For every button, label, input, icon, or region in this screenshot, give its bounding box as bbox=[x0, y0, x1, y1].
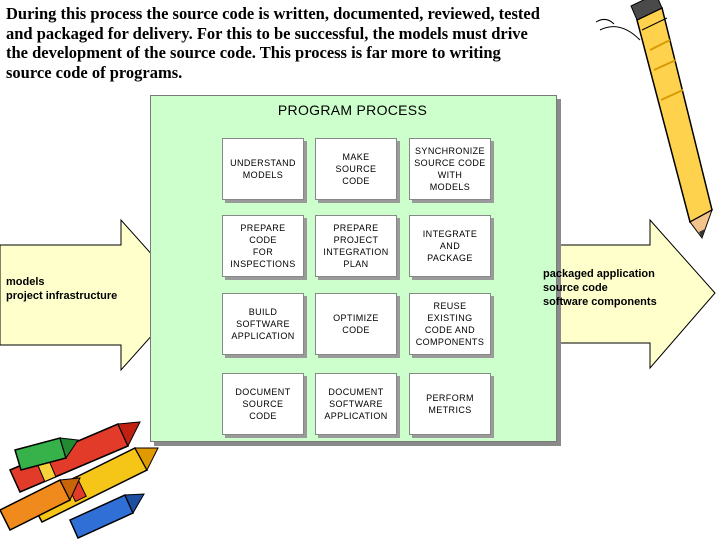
step-line: CODE bbox=[249, 235, 277, 245]
step-line: CODE bbox=[342, 176, 370, 186]
step-line: APPLICATION bbox=[324, 411, 388, 421]
intro-line: source code of programs. bbox=[6, 62, 183, 82]
step-line: PREPARE bbox=[333, 223, 379, 233]
step-line: UNDERSTAND bbox=[230, 158, 296, 168]
step-line: BUILD bbox=[248, 307, 278, 317]
step-line: CODE bbox=[249, 411, 277, 421]
intro-line: the development of the source code. This… bbox=[6, 43, 501, 62]
intro-line: and packaged for delivery. For this to b… bbox=[6, 23, 528, 43]
step-box: MAKE SOURCE CODE bbox=[315, 138, 397, 200]
step-line: SOURCE bbox=[242, 399, 284, 409]
pencil-icon bbox=[595, 0, 713, 240]
step-line: SYNCHRONIZE bbox=[415, 146, 485, 156]
step-line: SOURCE bbox=[335, 164, 377, 174]
step-line: MAKE bbox=[342, 152, 370, 162]
output-labels: packaged application source code softwar… bbox=[543, 267, 657, 309]
panel-title: PROGRAM PROCESS bbox=[277, 102, 428, 118]
step-box: INTEGRATE AND PACKAGE bbox=[409, 215, 491, 277]
step-line: DOCUMENT bbox=[328, 387, 384, 397]
step-line: MODELS bbox=[242, 170, 284, 180]
step-box: OPTIMIZE CODE bbox=[315, 293, 397, 355]
step-line: PLAN bbox=[343, 259, 369, 269]
step-line: INSPECTIONS bbox=[230, 259, 296, 269]
step-line: INTEGRATE bbox=[422, 229, 478, 239]
step-line: EXISTING bbox=[427, 313, 473, 323]
step-line: INTEGRATION bbox=[323, 247, 389, 257]
step-box: PERFORM METRICS bbox=[409, 373, 491, 435]
intro-paragraph: During this process the source code is w… bbox=[6, 4, 606, 82]
step-line: DOCUMENT bbox=[235, 387, 291, 397]
step-box: PREPARE CODE FOR INSPECTIONS bbox=[222, 215, 304, 277]
step-box: DOCUMENT SOURCE CODE bbox=[222, 373, 304, 435]
step-line: APPLICATION bbox=[231, 331, 295, 341]
step-box: SYNCHRONIZE SOURCE CODE WITH MODELS bbox=[409, 138, 491, 200]
input-label: project infrastructure bbox=[6, 290, 118, 302]
output-label: software components bbox=[543, 296, 657, 308]
step-line: SOURCE CODE bbox=[414, 158, 486, 168]
output-label: packaged application bbox=[543, 268, 655, 280]
output-label: source code bbox=[543, 282, 608, 294]
input-label: models bbox=[6, 276, 45, 288]
step-line: SOFTWARE bbox=[329, 399, 383, 409]
step-line: AND bbox=[439, 241, 461, 251]
step-line: PACKAGE bbox=[427, 253, 473, 263]
step-box: REUSE EXISTING CODE AND COMPONENTS bbox=[409, 293, 491, 355]
step-box: UNDERSTAND MODELS bbox=[222, 138, 304, 200]
step-box: BUILD SOFTWARE APPLICATION bbox=[222, 293, 304, 355]
step-box: PREPARE PROJECT INTEGRATION PLAN bbox=[315, 215, 397, 277]
step-line: CODE bbox=[342, 325, 370, 335]
step-line: MODELS bbox=[429, 182, 471, 192]
input-labels: models project infrastructure bbox=[6, 275, 117, 303]
step-line: FOR bbox=[252, 247, 274, 257]
step-line: COMPONENTS bbox=[415, 337, 485, 347]
crayons-icon bbox=[0, 421, 159, 539]
step-line: PROJECT bbox=[333, 235, 379, 245]
step-line: WITH bbox=[437, 170, 463, 180]
step-line: PREPARE bbox=[240, 223, 286, 233]
step-line: CODE AND bbox=[424, 325, 476, 335]
step-line: PERFORM bbox=[426, 393, 474, 403]
step-line: METRICS bbox=[428, 405, 472, 415]
intro-line: During this process the source code is w… bbox=[6, 4, 540, 23]
step-box: DOCUMENT SOFTWARE APPLICATION bbox=[315, 373, 397, 435]
step-line: SOFTWARE bbox=[236, 319, 290, 329]
step-line: OPTIMIZE bbox=[333, 313, 379, 323]
step-line: REUSE bbox=[433, 301, 467, 311]
